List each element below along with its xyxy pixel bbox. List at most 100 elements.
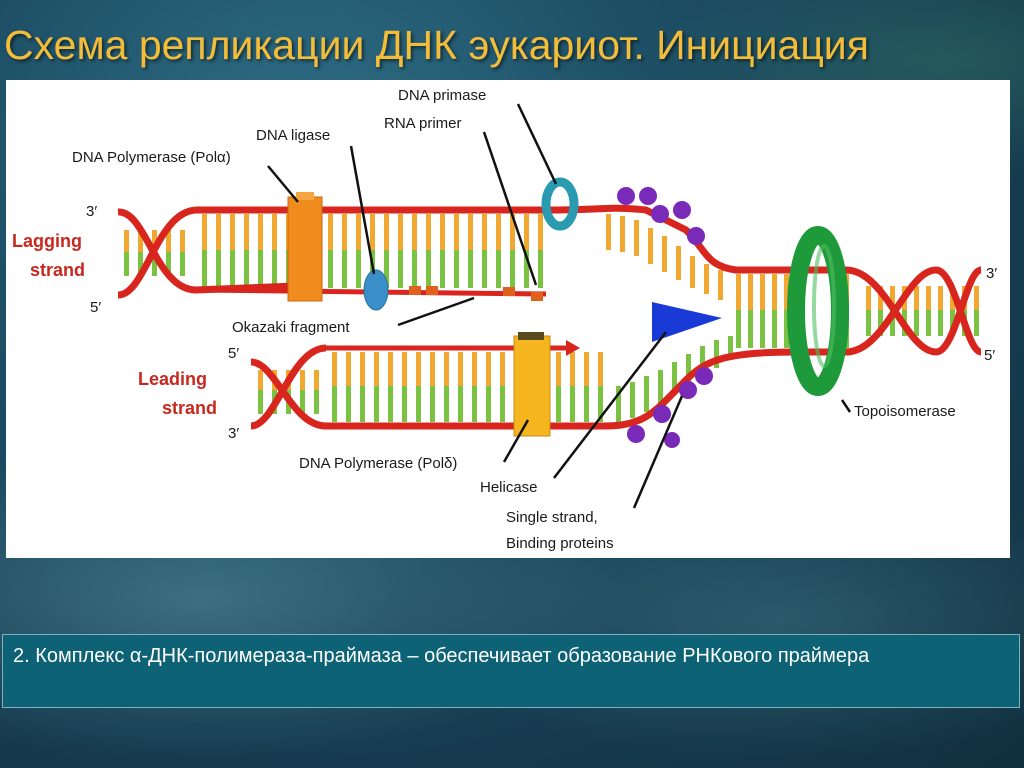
ssb-protein: [653, 405, 671, 423]
end-leading-top: 5′: [228, 345, 239, 362]
base-pair-half: [152, 230, 157, 252]
base-pair-half: [332, 352, 337, 386]
base-pair-half: [440, 250, 445, 288]
base-pair-half: [346, 352, 351, 386]
base-pair-half: [570, 352, 575, 386]
base-pair-half: [914, 286, 919, 310]
base: [690, 256, 695, 288]
dna-polymerase-delta-shape: [513, 335, 551, 437]
base-pair-half: [216, 250, 221, 288]
base: [648, 228, 653, 264]
base-pair-half: [398, 250, 403, 288]
label-lagging-line1: Lagging: [12, 231, 82, 251]
base-pair-half: [258, 214, 263, 250]
base-pair-half: [556, 386, 561, 422]
lagging-helix-backbone-b: [117, 206, 197, 299]
base-pair-half: [458, 352, 463, 386]
base-pair-half: [570, 386, 575, 422]
slide-caption: 2. Комплекс α-ДНК-полимераза-праймаза – …: [13, 645, 870, 667]
base-pair-half: [772, 274, 777, 310]
base-pair-half: [938, 286, 943, 310]
dna-polymerase-alpha-top: [296, 192, 314, 200]
base-pair-half: [152, 252, 157, 276]
base-pair-half: [496, 214, 501, 250]
leader-topoisomerase: [840, 399, 852, 413]
base-pair-half: [496, 250, 501, 288]
base-pair-half: [510, 214, 515, 250]
label-leading-line2: strand: [162, 398, 217, 418]
rna-primer-block-1: [409, 286, 421, 295]
end-parent-top: 3′: [986, 265, 997, 282]
dna-polymerase-delta-top: [518, 332, 544, 340]
leader-rna-primer: [482, 131, 538, 286]
base-pair-half: [500, 352, 505, 386]
base-pair-half: [402, 352, 407, 386]
label-ssb-line1: Single strand,: [506, 509, 598, 526]
base-pair-half: [736, 310, 741, 348]
caption-box: 2. Комплекс α-ДНК-полимераза-праймаза – …: [2, 634, 1020, 708]
base-pair-half: [866, 310, 871, 336]
base-pair-half: [314, 370, 319, 390]
rna-primer-block-3: [503, 287, 515, 296]
base-pair-half: [468, 250, 473, 288]
base: [606, 214, 611, 250]
leader-ligase: [349, 145, 376, 275]
base-pair-half: [398, 214, 403, 250]
base-pair-half: [314, 390, 319, 414]
leader-okazaki: [397, 296, 475, 327]
base-pair-half: [748, 310, 753, 348]
label-okazaki-fragment: Okazaki fragment: [232, 319, 350, 336]
base-pair-half: [138, 230, 143, 252]
rna-primer-block-2: [426, 286, 438, 295]
base-pair-half: [784, 274, 789, 310]
base-pair-half: [486, 352, 491, 386]
base: [700, 346, 705, 376]
ssb-protein: [673, 201, 691, 219]
base-pair-half: [760, 310, 765, 348]
parent-top-backbone: [796, 266, 983, 356]
base-pair-half: [890, 286, 895, 310]
leader-lines: [267, 103, 852, 509]
ssb-protein: [617, 187, 635, 205]
base: [662, 236, 667, 272]
base-pair-half: [124, 230, 129, 252]
base-pair-half: [926, 310, 931, 336]
base-pair-half: [760, 274, 765, 310]
base-pair-half: [938, 310, 943, 336]
base-pair-half: [974, 310, 979, 336]
base-pair-half: [180, 252, 185, 276]
base-pair-half: [538, 214, 543, 250]
base: [616, 386, 621, 422]
base-pair-half: [430, 386, 435, 422]
base-pair-half: [598, 352, 603, 386]
base-pair-half: [272, 214, 277, 250]
label-lagging-line2: strand: [30, 260, 85, 280]
lagging-top-backbone: [196, 204, 796, 274]
ssb-proteins-bottom: [627, 367, 713, 448]
ssb-protein: [679, 381, 697, 399]
base-pair-half: [388, 352, 393, 386]
base-pair-half: [300, 370, 305, 390]
ssb-protein: [695, 367, 713, 385]
ssb-protein: [639, 187, 657, 205]
base-pair-half: [328, 250, 333, 288]
ssb-protein: [651, 205, 669, 223]
base-pair-half: [454, 214, 459, 250]
label-dna-polymerase-delta: DNA Polymerase (Polδ): [299, 455, 457, 472]
base-pair-half: [426, 214, 431, 250]
ssb-protein: [687, 227, 705, 245]
base-pair-half: [230, 250, 235, 288]
base-pair-half: [138, 252, 143, 276]
base-pair-half: [342, 250, 347, 288]
label-leading-line1: Leading: [138, 369, 207, 389]
base: [718, 270, 723, 300]
base-pair-half: [332, 386, 337, 422]
base-pair-half: [346, 386, 351, 422]
label-ssb-line2: Binding proteins: [506, 535, 614, 552]
base-pair-half: [524, 214, 529, 250]
ssb-protein: [627, 425, 645, 443]
base-pair-half: [124, 252, 129, 276]
leading-helix-backbone-b: [250, 344, 327, 430]
lagging-base-pairs: [124, 214, 543, 288]
fork-bottom-bases: [616, 336, 733, 422]
